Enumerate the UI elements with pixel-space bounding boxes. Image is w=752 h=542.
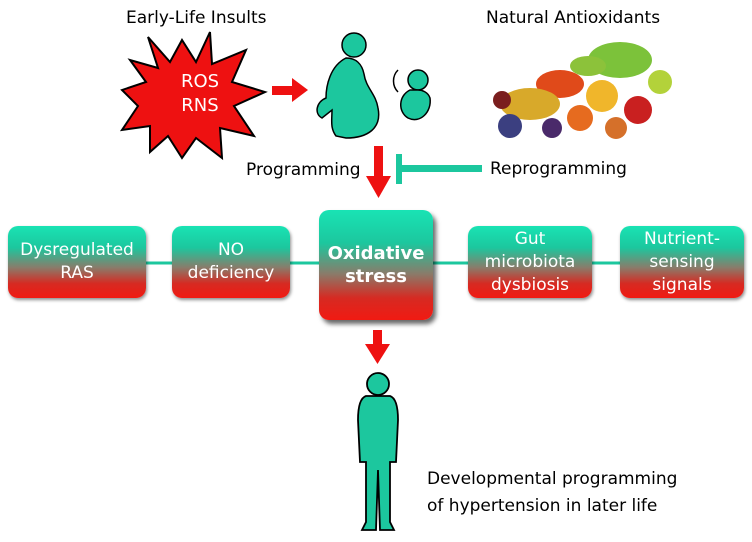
box-line: Gut [514,228,546,249]
box-line: Oxidative [327,243,425,264]
box-line: Nutrient- [644,228,720,249]
fetus-icon [392,69,431,121]
ros-rns-starburst [119,31,268,161]
programming-arrow [366,146,391,198]
box-dysregulated-ras: Dysregulated RAS [8,226,146,298]
fruits-vegetables-icon [493,42,672,139]
outcome-text: Developmental programming of hypertensio… [427,466,677,520]
arrow-stress-to-outcome [365,330,390,364]
box-nutrient-sensing: Nutrient- sensing signals [620,226,744,298]
box-oxidative-stress: Oxidative stress [319,210,433,320]
rns-text: RNS [181,95,219,116]
box-line: signals [652,274,712,295]
outcome-line-2: of hypertension in later life [427,496,658,516]
early-life-insults-header: Early-Life Insults [126,8,267,28]
box-line: dysbiosis [490,274,570,295]
outcome-line-1: Developmental programming [427,469,678,489]
adult-man-icon [357,372,399,531]
box-no-deficiency: NO deficiency [172,226,290,298]
box-line: RAS [60,263,94,283]
natural-antioxidants-header: Natural Antioxidants [486,8,661,28]
box-line: microbiota [484,251,576,272]
programming-label: Programming [246,160,361,180]
box-line: NO [217,240,245,260]
box-gut-microbiota: Gut microbiota dysbiosis [468,226,592,298]
ros-text: ROS [180,71,220,92]
arrow-insult-to-mother [272,78,308,102]
box-line: stress [345,266,407,287]
starburst-label: ROS RNS [170,70,230,118]
pregnant-woman-icon [316,32,380,139]
reprogramming-inhibitor [396,154,482,184]
box-line: Dysregulated [20,240,134,260]
reprogramming-label: Reprogramming [490,159,627,179]
box-line: deficiency [187,263,275,283]
box-line: sensing [649,251,715,272]
